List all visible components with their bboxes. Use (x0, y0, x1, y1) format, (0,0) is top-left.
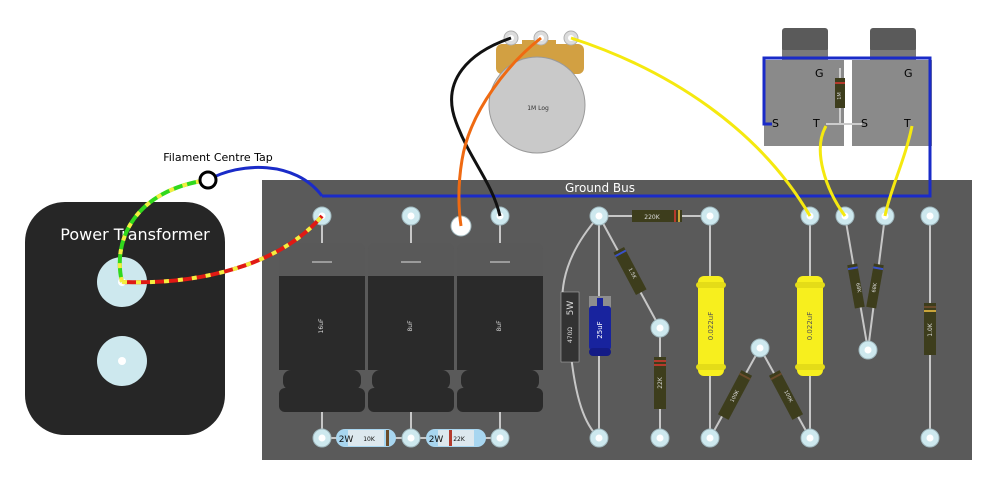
volume-potentiometer (488, 30, 586, 154)
coupling-capacitor-1-label: 0.022uF (707, 312, 715, 341)
eyelet (700, 428, 720, 448)
resistor-1k5-label: 1.5K (627, 267, 638, 280)
resistor-100k-a-label: 100K (729, 389, 741, 404)
filter-capacitor-2 (368, 243, 454, 412)
resistor-100k-b (768, 370, 804, 420)
resistor-220k-label: 220K (644, 214, 660, 221)
cathode-resistor-value: 470Ω (567, 327, 574, 343)
jack-right-tip-label: T (903, 117, 911, 130)
cathode-resistor-5w (560, 291, 580, 363)
black-wire (450, 36, 512, 217)
eyelet (920, 428, 940, 448)
power-transformer-label: Power Transformer (60, 225, 210, 244)
jack-left-tip-label: T (812, 117, 820, 130)
resistor-1k (924, 303, 936, 355)
jack-left-sleeve-label: S (772, 117, 779, 130)
resistor-220k (632, 210, 682, 222)
jack-right-ground-label: G (904, 67, 913, 80)
coupling-capacitor-2-label: 0.022uF (806, 312, 814, 341)
filament-wire-green-stripes (117, 178, 209, 283)
orange-wire (457, 36, 542, 227)
filament-centre-tap-blue-wire (207, 165, 324, 197)
eyelet (650, 318, 670, 338)
jack-left-ground-label: G (815, 67, 824, 80)
dropping-resistor-2-value: 22K (453, 436, 466, 443)
eyelet (920, 206, 940, 226)
resistor-22k-label: 22K (657, 376, 664, 389)
cathode-bypass-capacitor-label: 25uF (596, 321, 604, 338)
filter-capacitor-1-label: 16uF (318, 318, 325, 333)
jack-resistor-label: 1M (837, 92, 843, 100)
filter-capacitor-3-label: 8uF (496, 320, 503, 332)
ground-bus-label: Ground Bus (565, 181, 635, 195)
resistor-100k-b-label: 100K (782, 389, 794, 404)
yellow-wire-jack-right (883, 125, 914, 217)
filament-centre-tap-junction (198, 170, 218, 190)
dropping-resistor-2 (426, 429, 486, 447)
resistor-68k-a (847, 263, 865, 309)
dropping-resistor-1-value: 10K (363, 436, 376, 443)
eyelet (401, 428, 421, 448)
eyelet (589, 206, 609, 226)
dropping-resistor-1 (336, 429, 396, 447)
ht-wire-red-stripes (121, 214, 324, 285)
filter-capacitor-2-label: 8uF (407, 320, 414, 332)
ground-bus-wire (322, 56, 932, 198)
eyelet (858, 340, 878, 360)
coupling-capacitor-2 (795, 276, 825, 376)
resistor-1k-label: 1.0K (927, 322, 934, 337)
input-jack-left (764, 28, 844, 146)
resistor-22k (654, 357, 666, 409)
eyelet (750, 338, 770, 358)
eyelet (800, 428, 820, 448)
filament-centre-tap-label: Filament Centre Tap (163, 151, 273, 164)
resistor-1k5 (613, 246, 647, 296)
yellow-wire-pot (570, 36, 812, 217)
turret-eyelets (312, 206, 940, 448)
cathode-resistor-watt: 5W (566, 301, 576, 316)
input-jack-right (852, 28, 932, 146)
pot-value-label: 1M Log (527, 105, 549, 112)
eyelet (700, 206, 720, 226)
cathode-bypass-capacitor (589, 296, 611, 356)
resistor-68k-b-label: 68K (871, 282, 879, 293)
coupling-capacitor-1 (696, 276, 726, 376)
dropping-resistor-1-watt: 2W (339, 435, 354, 445)
power-transformer (25, 202, 225, 435)
dropping-resistor-2-watt: 2W (429, 435, 444, 445)
eyelet (312, 428, 332, 448)
jack-right-sleeve-label: S (861, 117, 868, 130)
eyelet (401, 206, 421, 226)
resistor-68k-a-label: 68K (854, 283, 862, 294)
eyelet (589, 428, 609, 448)
resistor-68k-b (866, 263, 884, 309)
yellow-wire-jack-left (818, 125, 847, 217)
jack-resistor (835, 78, 845, 108)
eyelet (650, 428, 670, 448)
filter-capacitor-3 (457, 243, 543, 412)
filter-capacitor-1 (279, 243, 365, 412)
resistor-100k-a (717, 370, 753, 420)
eyelet (490, 428, 510, 448)
